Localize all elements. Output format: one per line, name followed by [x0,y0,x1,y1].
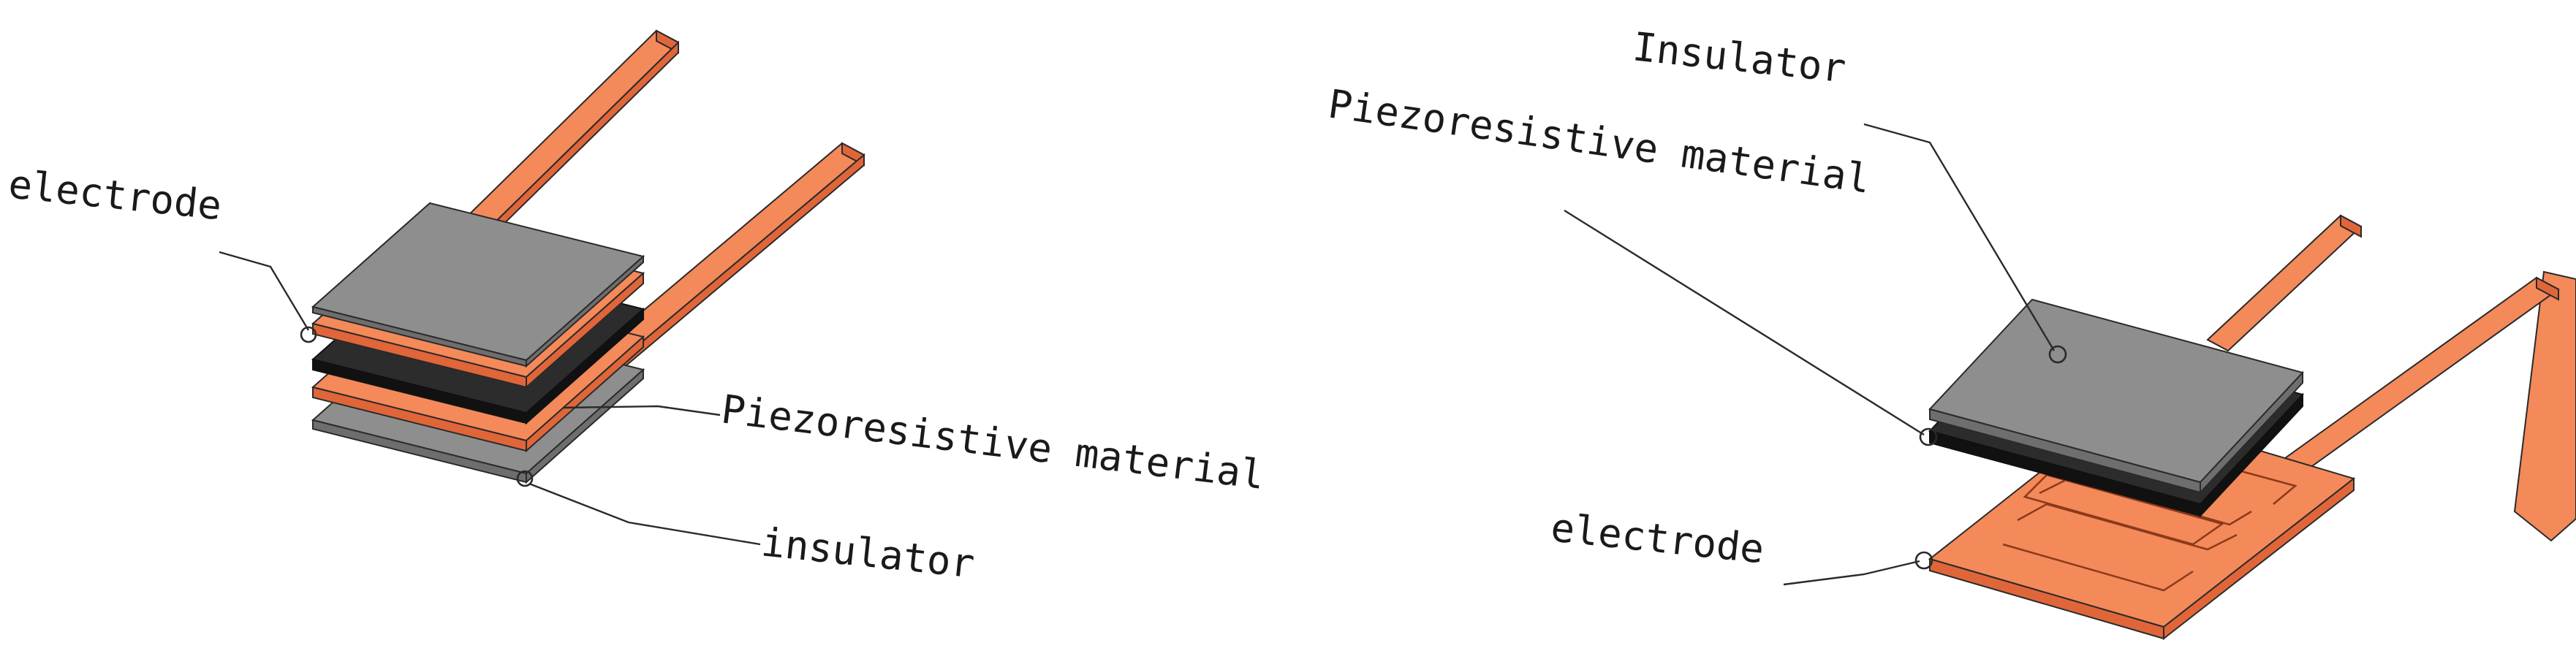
left-electrode-label: electrode [7,161,224,229]
left-top-insulator-layer [311,202,645,368]
right-electrode-leader [1783,551,1933,586]
left-lower-electrode-lead [594,142,865,375]
left-electrode-leader [219,251,317,343]
right-back-electrode-lead [2206,214,2363,352]
right-electrode-label: electrode [1549,504,1767,572]
right-insulator-leader [1863,123,2067,364]
right-insulator-label: Insulator [1631,23,1849,91]
left-insulator-leader [516,470,761,546]
left-sensor-assembly: electrode Piezoresistive material insula… [7,29,1267,587]
left-insulator-label: insulator [759,519,977,587]
right-sensor-assembly: Insulator Piezoresistive material electr… [1325,23,2576,641]
left-piezo-leader [562,405,721,416]
left-upper-electrode-lead [456,29,679,251]
right-insulator-layer [1928,298,2304,495]
right-piezo-leader [1564,209,1938,446]
left-piezoresistive-label: Piezoresistive material [719,386,1267,498]
right-piezoresistive-label: Piezoresistive material [1325,80,1873,202]
